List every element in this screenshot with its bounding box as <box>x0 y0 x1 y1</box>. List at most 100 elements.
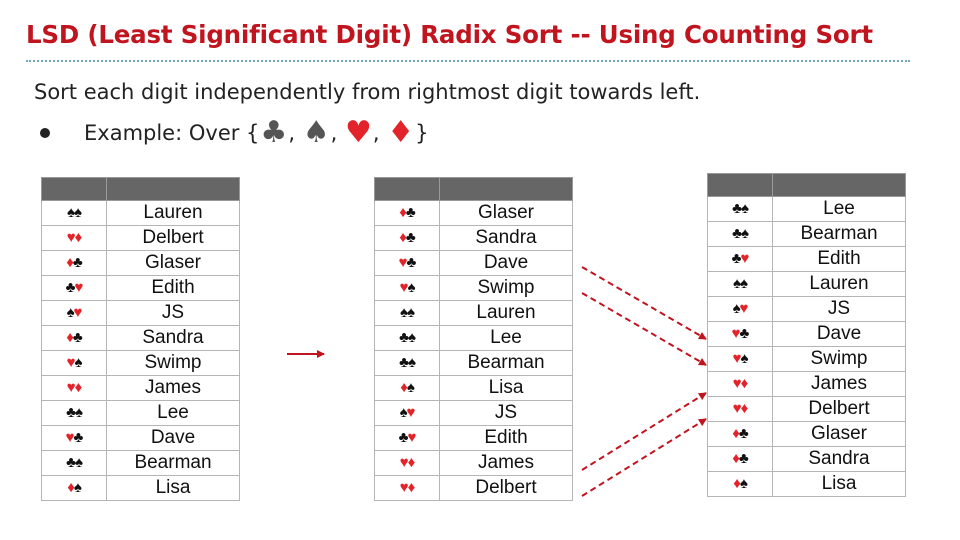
table-row: ♥♦Delbert <box>41 225 240 251</box>
table-row: ♣♠Lee <box>41 400 240 426</box>
suit-key: ♥♦ <box>707 371 773 397</box>
record-name: Lisa <box>439 375 573 401</box>
title-divider <box>26 60 910 62</box>
second-pass-table: ♣♠Lee♣♠Bearman♣♥Edith♠♠Lauren♠♥JS♥♣Dave♥… <box>707 173 906 497</box>
suit-glyph-icon: ♠ <box>739 475 748 492</box>
suit-glyph-icon: ♥ <box>739 300 749 317</box>
suit-glyph-icon: ♠ <box>740 350 748 367</box>
record-name: Edith <box>772 246 906 272</box>
record-name: James <box>106 375 240 401</box>
table-row: ♦♣Sandra <box>374 225 573 251</box>
move-arrow-dave <box>581 266 707 340</box>
input-table: ♠♠Lauren♥♦Delbert♦♣Glaser♣♥Edith♠♥JS♦♣Sa… <box>41 177 240 501</box>
record-name: Lauren <box>772 271 906 297</box>
record-name: James <box>772 371 906 397</box>
table-row: ♠♥JS <box>707 296 906 322</box>
suit-key: ♥♣ <box>374 250 440 276</box>
suit-glyph-icon: ♣ <box>398 429 409 446</box>
record-name: Swimp <box>106 350 240 376</box>
suit-key: ♦♠ <box>707 471 773 497</box>
suit-key: ♥♦ <box>374 450 440 476</box>
suit-glyph-icon: ♣ <box>399 354 409 371</box>
table-row: ♣♠Bearman <box>41 450 240 476</box>
suit-key: ♥♠ <box>374 275 440 301</box>
suit-key: ♣♠ <box>41 400 107 426</box>
suit-glyph-icon: ♥ <box>73 304 83 321</box>
bullet-dot-icon <box>40 128 50 138</box>
record-name: Bearman <box>439 350 573 376</box>
name-column-header <box>439 177 573 201</box>
table-row: ♠♥JS <box>374 400 573 426</box>
record-name: Dave <box>106 425 240 451</box>
record-name: Edith <box>439 425 573 451</box>
suit-key: ♦♣ <box>707 421 773 447</box>
table-row: ♦♠Lisa <box>41 475 240 501</box>
table-row: ♣♥Edith <box>707 246 906 272</box>
record-name: James <box>439 450 573 476</box>
suit-glyph-icon: ♦ <box>399 204 407 221</box>
suit-glyph-icon: ♠ <box>74 404 83 421</box>
record-name: Dave <box>772 321 906 347</box>
table-row: ♥♦Delbert <box>374 475 573 501</box>
suit-glyph-icon: ♦ <box>732 425 740 442</box>
suit-glyph-icon: ♣ <box>65 279 76 296</box>
table-header-row <box>374 177 573 201</box>
table-row: ♣♥Edith <box>374 425 573 451</box>
suit-glyph-icon: ♦ <box>74 379 83 396</box>
heart-icon: ♥ <box>344 115 372 150</box>
suit-key: ♦♣ <box>41 325 107 351</box>
table-row: ♠♠Lauren <box>374 300 573 326</box>
table-row: ♦♣Glaser <box>41 250 240 276</box>
suit-glyph-icon: ♠ <box>67 204 75 221</box>
table-row: ♦♣Sandra <box>707 446 906 472</box>
example-prefix: Example: Over { <box>84 121 260 145</box>
suit-glyph-icon: ♣ <box>732 225 742 242</box>
suit-glyph-icon: ♣ <box>66 454 76 471</box>
record-name: Glaser <box>439 200 573 226</box>
suit-glyph-icon: ♣ <box>738 450 749 467</box>
suit-glyph-icon: ♦ <box>66 329 74 346</box>
suit-key: ♥♦ <box>707 396 773 422</box>
example-separator: , <box>372 121 380 145</box>
record-name: Lisa <box>772 471 906 497</box>
suit-key: ♥♣ <box>41 425 107 451</box>
suit-glyph-icon: ♥ <box>66 229 76 246</box>
suit-key: ♣♠ <box>374 350 440 376</box>
suit-glyph-icon: ♥ <box>399 479 409 496</box>
table-row: ♥♠Swimp <box>707 346 906 372</box>
suit-key: ♦♣ <box>707 446 773 472</box>
table-row: ♣♠Bearman <box>707 221 906 247</box>
record-name: Bearman <box>772 221 906 247</box>
record-name: JS <box>772 296 906 322</box>
suit-key: ♥♣ <box>707 321 773 347</box>
suit-key: ♣♠ <box>374 325 440 351</box>
spade-icon: ♠ <box>302 115 330 150</box>
table-row: ♦♠Lisa <box>707 471 906 497</box>
suit-glyph-icon: ♥ <box>398 254 408 271</box>
suit-glyph-icon: ♥ <box>732 350 742 367</box>
suit-glyph-icon: ♣ <box>405 229 416 246</box>
suit-glyph-icon: ♠ <box>407 279 415 296</box>
suit-glyph-icon: ♥ <box>399 454 409 471</box>
key-column-header <box>374 177 440 201</box>
table-row: ♦♣Glaser <box>374 200 573 226</box>
suit-key: ♣♠ <box>707 221 773 247</box>
suit-key: ♣♠ <box>41 450 107 476</box>
table-row: ♣♠Lee <box>374 325 573 351</box>
suit-glyph-icon: ♠ <box>74 204 82 221</box>
suit-glyph-icon: ♣ <box>399 329 409 346</box>
record-name: JS <box>439 400 573 426</box>
example-separator: , <box>288 121 295 145</box>
suit-glyph-icon: ♣ <box>738 425 749 442</box>
table-row: ♣♠Lee <box>707 196 906 222</box>
suit-key: ♥♦ <box>41 375 107 401</box>
suit-glyph-icon: ♣ <box>739 325 750 342</box>
table-row: ♥♣Dave <box>374 250 573 276</box>
slide-title: LSD (Least Significant Digit) Radix Sort… <box>26 20 873 49</box>
suit-glyph-icon: ♥ <box>732 400 742 417</box>
suit-key: ♣♥ <box>41 275 107 301</box>
table-row: ♥♠Swimp <box>374 275 573 301</box>
suit-glyph-icon: ♦ <box>740 375 749 392</box>
move-arrow-delbert <box>581 418 707 497</box>
suit-glyph-icon: ♥ <box>66 379 76 396</box>
